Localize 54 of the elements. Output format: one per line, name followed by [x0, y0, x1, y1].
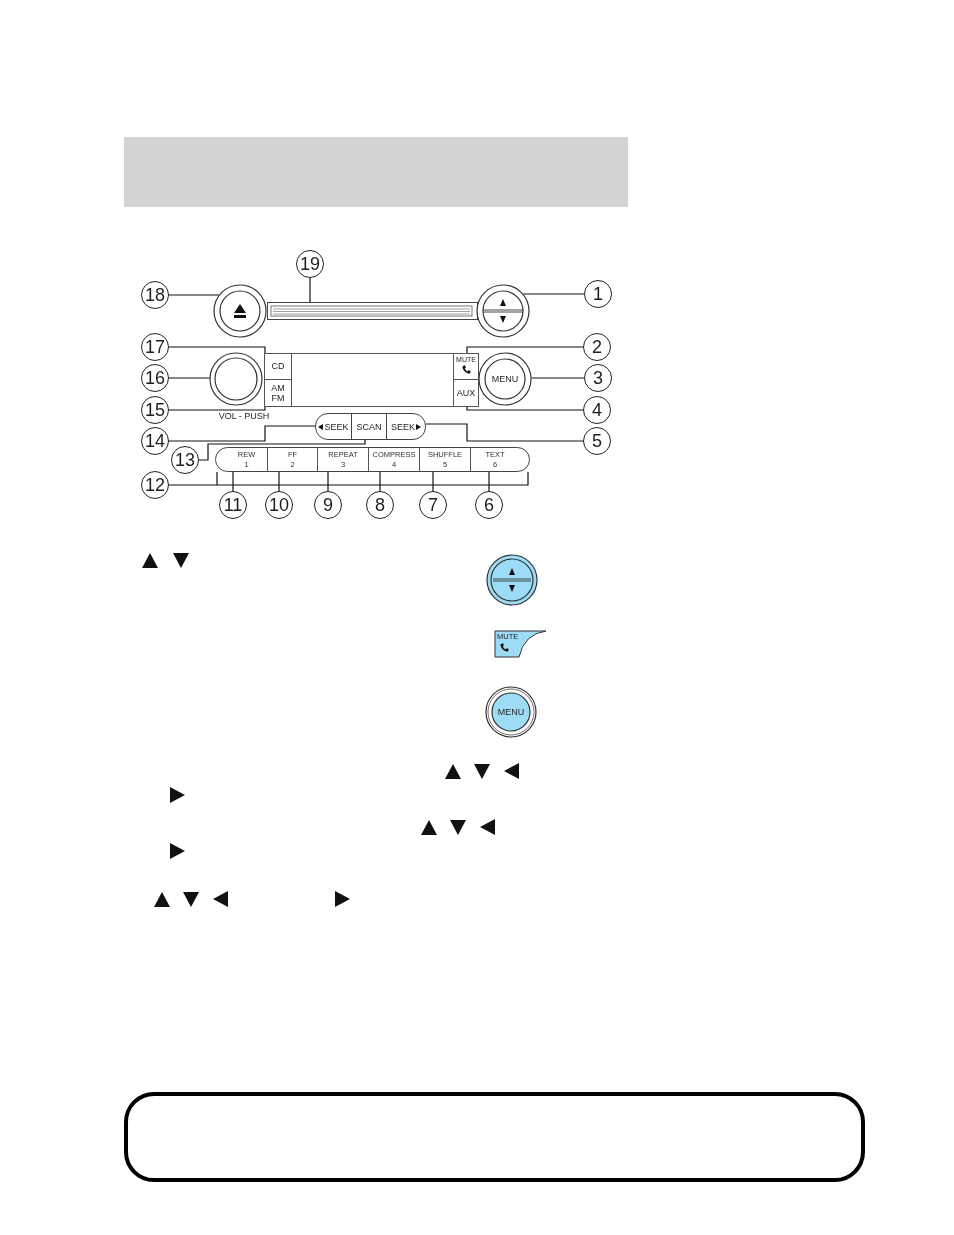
seek-button: SEEK — [315, 413, 352, 440]
callout-number: 3 — [584, 364, 612, 392]
menu-knob: MENU — [485, 686, 537, 738]
callout-number: 1 — [584, 280, 612, 308]
callout-number: 6 — [475, 491, 503, 519]
cd-button: CD — [264, 353, 292, 380]
callout-number: 14 — [141, 427, 169, 455]
callout-number: 9 — [314, 491, 342, 519]
callout-number: 4 — [583, 396, 611, 424]
callout-number: 10 — [265, 491, 293, 519]
preset-strip — [215, 447, 530, 472]
callout-number: 17 — [141, 333, 169, 361]
leader-line — [488, 470, 490, 493]
leader-line — [466, 406, 585, 411]
scan-button: SCAN — [351, 413, 387, 440]
knob-caption: VOL - PUSH — [217, 411, 271, 422]
callout-number: 13 — [171, 446, 199, 474]
leader-line — [167, 406, 266, 411]
leader-line — [278, 470, 280, 493]
callout-number: 7 — [419, 491, 447, 519]
leader-line — [167, 346, 266, 354]
leader-line — [167, 425, 316, 442]
leader-line — [379, 470, 381, 493]
leader-line — [232, 470, 234, 493]
callout-number: 18 — [141, 281, 169, 309]
menu-knob: MENU — [478, 352, 532, 406]
leader-line — [167, 377, 211, 379]
volume-knob — [209, 352, 263, 406]
leader-line — [309, 276, 311, 303]
callout-number: 19 — [296, 250, 324, 278]
leader-line — [466, 346, 585, 354]
callout-number: 8 — [366, 491, 394, 519]
callout-number: 5 — [583, 427, 611, 455]
display-screen — [291, 353, 454, 407]
disc-slot — [267, 302, 478, 320]
rocker-knob — [476, 284, 530, 338]
rocker-knob — [486, 554, 538, 606]
callout-number: 15 — [141, 396, 169, 424]
leader-line — [167, 471, 529, 486]
leader-line — [425, 423, 585, 442]
callout-number: 16 — [141, 364, 169, 392]
eject-button — [213, 284, 267, 338]
leader-line — [327, 470, 329, 493]
leader-line — [522, 293, 586, 295]
band-button: AM FM — [264, 379, 292, 407]
callout-number: 11 — [219, 491, 247, 519]
leader-line — [432, 470, 434, 493]
leader-line — [197, 439, 366, 461]
aux-button: AUX — [453, 379, 479, 407]
leader-line — [530, 377, 586, 379]
seek-button: SEEK — [386, 413, 426, 440]
callout-number: 12 — [141, 471, 169, 499]
leader-line — [167, 294, 220, 296]
callout-number: 2 — [583, 333, 611, 361]
